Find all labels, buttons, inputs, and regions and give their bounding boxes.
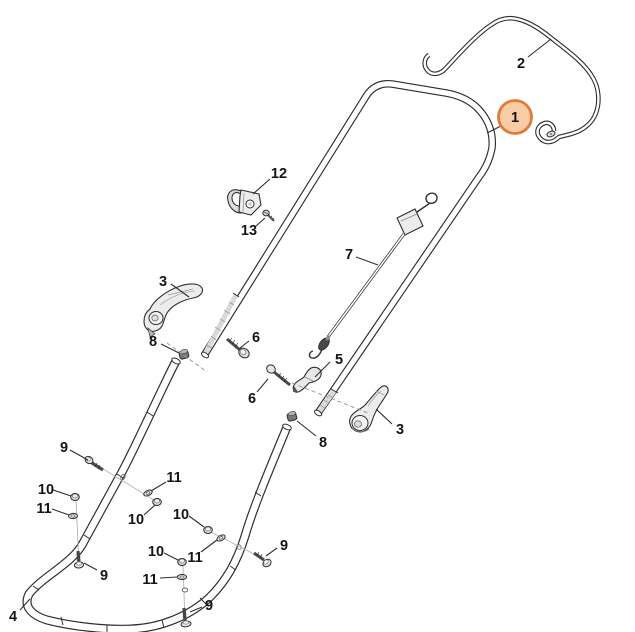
part-9-bolt-lower-left [73,550,85,569]
callout-number[interactable]: 6 [248,391,256,407]
part-13-clamp-screw [262,209,275,222]
callout-number[interactable]: 1 [511,110,519,126]
tube-end-cap [200,351,210,359]
callout-number[interactable]: 13 [241,223,257,239]
part-12-cable-clamp [227,189,262,216]
part-7-control-cable [308,192,438,359]
callout-11-d[interactable]: 11 [142,572,178,588]
part-11-washer-b [143,489,153,497]
callout-number[interactable]: 9 [60,440,68,456]
callouts: 1 2 3 3 4 5 6 6 [9,38,552,625]
callout-3-left[interactable]: 3 [159,274,190,298]
callout-number[interactable]: 8 [319,435,327,451]
callout-9-right[interactable]: 9 [265,538,288,557]
tube-end-cap [171,357,181,365]
callout-4[interactable]: 4 [9,598,31,625]
part-8-locknut-right [286,411,298,422]
callout-number[interactable]: 10 [173,507,189,523]
callout-6-lower[interactable]: 6 [248,378,269,407]
callout-11-c[interactable]: 11 [187,539,218,566]
cable-adjuster-block [396,208,424,236]
tube-bend-marks [32,411,262,632]
callout-2[interactable]: 2 [517,38,552,72]
callout-9-lower-left[interactable]: 9 [83,562,108,584]
callout-number[interactable]: 3 [396,422,404,438]
part-9-bolt-bottom [180,607,192,628]
part-10-nut-d [177,558,187,566]
part-1-upper-handlebar [200,80,497,417]
callout-number[interactable]: 4 [9,609,17,625]
callout-11-b[interactable]: 11 [150,470,182,492]
tube-end-cap [282,423,292,431]
callout-number[interactable]: 12 [271,166,287,182]
callout-number[interactable]: 9 [280,538,288,554]
callout-number[interactable]: 8 [149,334,157,350]
part-6-carriage-bolt-lower [266,364,291,387]
callout-13[interactable]: 13 [241,217,266,239]
callout-number[interactable]: 10 [148,544,164,560]
callout-number[interactable]: 11 [187,550,202,566]
part-11-washer-d [177,573,189,593]
part-2-cable-guide-wire [422,15,601,145]
callout-3-right[interactable]: 3 [375,408,404,438]
grip-hatching-right [319,393,334,410]
callout-number[interactable]: 11 [36,501,51,517]
callout-number[interactable]: 11 [142,572,157,588]
cable-top-hook [416,192,438,213]
part-8-locknut-left [178,349,190,360]
highlight-circle[interactable] [497,99,533,135]
cable-bottom-hook [308,348,323,359]
grip-hatching-left [205,301,235,349]
part-4-lower-handlebar [22,357,292,632]
callout-10-a[interactable]: 10 [38,482,72,498]
tube-end-cap [313,409,323,417]
bolt-hole [120,473,126,481]
callout-10-d[interactable]: 10 [148,544,179,561]
callout-number[interactable]: 10 [128,512,144,528]
callout-12[interactable]: 12 [252,166,287,195]
callout-number[interactable]: 7 [345,247,353,263]
part-11-washer-a [68,512,78,520]
part-9-bolt-upper-left [84,455,104,472]
callout-number[interactable]: 9 [205,598,213,614]
callout-1[interactable]: 1 [486,99,533,135]
callout-8-right[interactable]: 8 [296,420,327,451]
part-3-locking-lever-left [143,283,204,338]
callout-5[interactable]: 5 [314,352,343,378]
part-3-locking-lever-right [349,385,389,433]
part-9-bolt-right [253,551,272,568]
callout-number[interactable]: 9 [100,568,108,584]
callout-9-upper-left[interactable]: 9 [60,440,89,461]
callout-number[interactable]: 2 [517,56,525,72]
callout-9-bottom[interactable]: 9 [189,598,213,614]
part-10-nut-c [203,526,213,534]
callout-number[interactable]: 5 [335,352,343,368]
part-10-nut-b [152,498,162,506]
callout-10-c[interactable]: 10 [173,507,205,528]
callout-11-a[interactable]: 11 [36,501,70,517]
callout-7[interactable]: 7 [345,247,379,266]
spacer-sleeve [181,587,189,593]
part-6-carriage-bolt-upper [226,337,250,359]
grip-section-left [203,293,239,354]
part-10-nut-a [70,493,80,501]
callout-10-b[interactable]: 10 [128,504,156,528]
callout-number[interactable]: 3 [159,274,167,290]
callout-8-left[interactable]: 8 [149,334,180,354]
callout-number[interactable]: 6 [252,330,260,346]
callout-number[interactable]: 11 [166,470,181,486]
callout-6-upper[interactable]: 6 [239,330,260,349]
callout-number[interactable]: 10 [38,482,54,498]
tube-bend-marks [232,292,339,394]
